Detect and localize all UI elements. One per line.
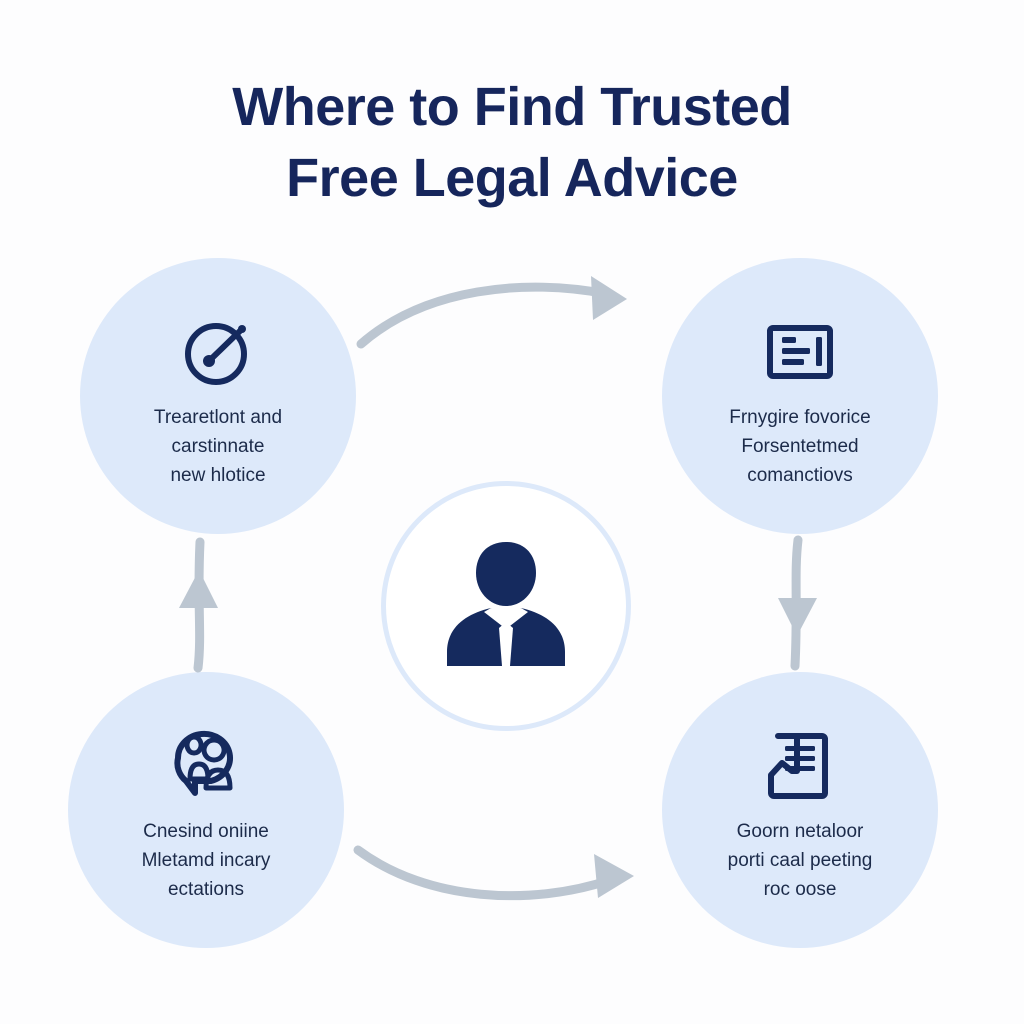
person-in-suit-icon [431, 536, 581, 676]
document-card-icon [754, 306, 846, 398]
node-label-line-2: Mletamd incary [141, 849, 271, 871]
node-label-line-1: Goorn netaloor [736, 821, 864, 842]
node-label-line-2: porti caal peeting [727, 849, 873, 871]
center-emblem [381, 481, 631, 731]
node-label-line-3: comanctiovs [747, 464, 853, 486]
node-label-line-3: ectations [167, 878, 245, 900]
node-bottom-right[interactable]: Goorn netaloor porti caal peeting roc oo… [662, 672, 938, 948]
page-title: Where to Find Trusted Free Legal Advice [0, 72, 1024, 215]
node-top-left-label: Trearetlont and carstinnate new hlotice [113, 404, 323, 491]
node-label-line-2: carstinnate [171, 435, 265, 457]
compass-gauge-icon [172, 306, 264, 398]
node-bottom-left[interactable]: Cnesind oniine Mletamd incary ectations [68, 672, 344, 948]
page-title-line-2: Free Legal Advice [286, 148, 738, 209]
document-folded-corner-icon [754, 720, 846, 812]
arrow-top [355, 272, 655, 352]
arrow-bottom [352, 836, 662, 916]
node-label-line-1: Frnygire fovorice [729, 407, 871, 428]
speech-bubble-people-icon [160, 720, 252, 812]
node-top-right-label: Frnygire fovorice Forsentetmed comanctio… [695, 404, 905, 491]
page-title-line-1: Where to Find Trusted [232, 77, 792, 137]
node-label-line-1: Trearetlont and [153, 407, 283, 428]
node-label-line-3: roc oose [763, 878, 837, 900]
arrow-right [768, 534, 828, 674]
node-label-line-2: Forsentetmed [741, 435, 859, 457]
node-bottom-left-label: Cnesind oniine Mletamd incary ectations [101, 818, 311, 905]
node-label-line-1: Cnesind oniine [143, 821, 269, 842]
node-top-right[interactable]: Frnygire fovorice Forsentetmed comanctio… [662, 258, 938, 534]
node-top-left[interactable]: Trearetlont and carstinnate new hlotice [80, 258, 356, 534]
arrow-left [168, 534, 228, 674]
node-bottom-right-label: Goorn netaloor porti caal peeting roc oo… [695, 818, 905, 905]
node-label-line-3: new hlotice [170, 464, 266, 486]
